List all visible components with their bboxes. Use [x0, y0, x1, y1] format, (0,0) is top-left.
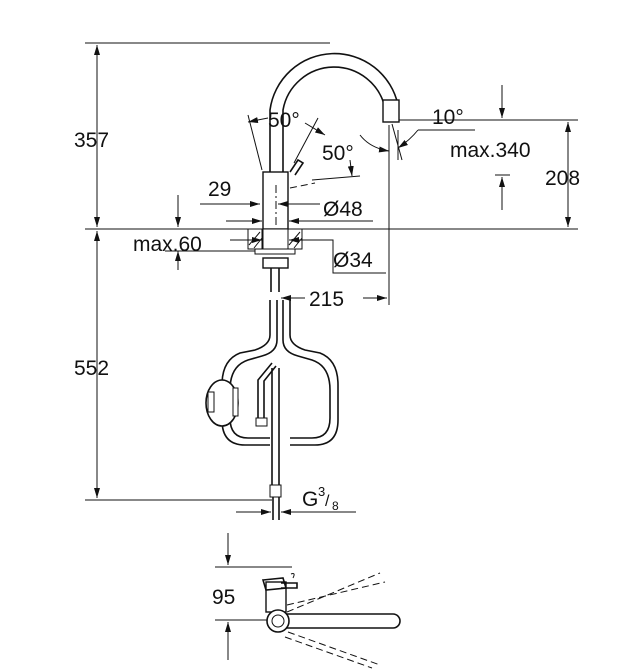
dimension-diameter-48: Ø48: [226, 198, 373, 224]
dimension-diameter-34: Ø34: [318, 239, 386, 274]
lever-angle-left-label: 50°: [268, 109, 300, 132]
dim-max340-label: max.340: [450, 139, 531, 162]
dim-34-label: Ø34: [333, 249, 373, 272]
hoses: [221, 300, 339, 520]
dimension-max60: max.60: [133, 195, 330, 270]
dimension-10deg: 10°: [391, 106, 475, 161]
faucet-spout: [269, 52, 400, 172]
lever-angle-right-label: 50°: [322, 142, 354, 165]
extension-lines: [85, 42, 578, 501]
dim-48-label: Ø48: [323, 198, 363, 221]
dimension-29: 29: [200, 178, 320, 207]
dim-max60-label: max.60: [133, 233, 202, 256]
dimension-208: 208: [545, 122, 580, 227]
hose-weight: [205, 379, 239, 427]
top-view: 95: [212, 533, 401, 669]
dim-552-label: 552: [74, 357, 109, 380]
dim-208-label: 208: [545, 167, 580, 190]
faucet-body: 50° 50°: [247, 109, 361, 230]
dimension-552: 552: [74, 231, 109, 498]
dim-95-label: 95: [212, 586, 235, 609]
dimension-357: 357: [74, 45, 109, 227]
fraction-slash: /: [325, 493, 330, 510]
dimension-215: 215: [281, 288, 387, 311]
dimension-max340: max.340: [450, 85, 531, 210]
dimension-connection-thread: G 3 / 8: [236, 484, 356, 515]
dim-215-label: 215: [309, 288, 344, 311]
dim-10deg-label: 10°: [432, 106, 464, 129]
dim-357-label: 357: [74, 129, 109, 152]
dim-29-label: 29: [208, 178, 231, 201]
connection-numerator: 3: [318, 484, 325, 499]
connection-denominator: 8: [332, 499, 339, 513]
deck-mounting: [247, 228, 303, 292]
connection-prefix: G: [302, 488, 318, 511]
